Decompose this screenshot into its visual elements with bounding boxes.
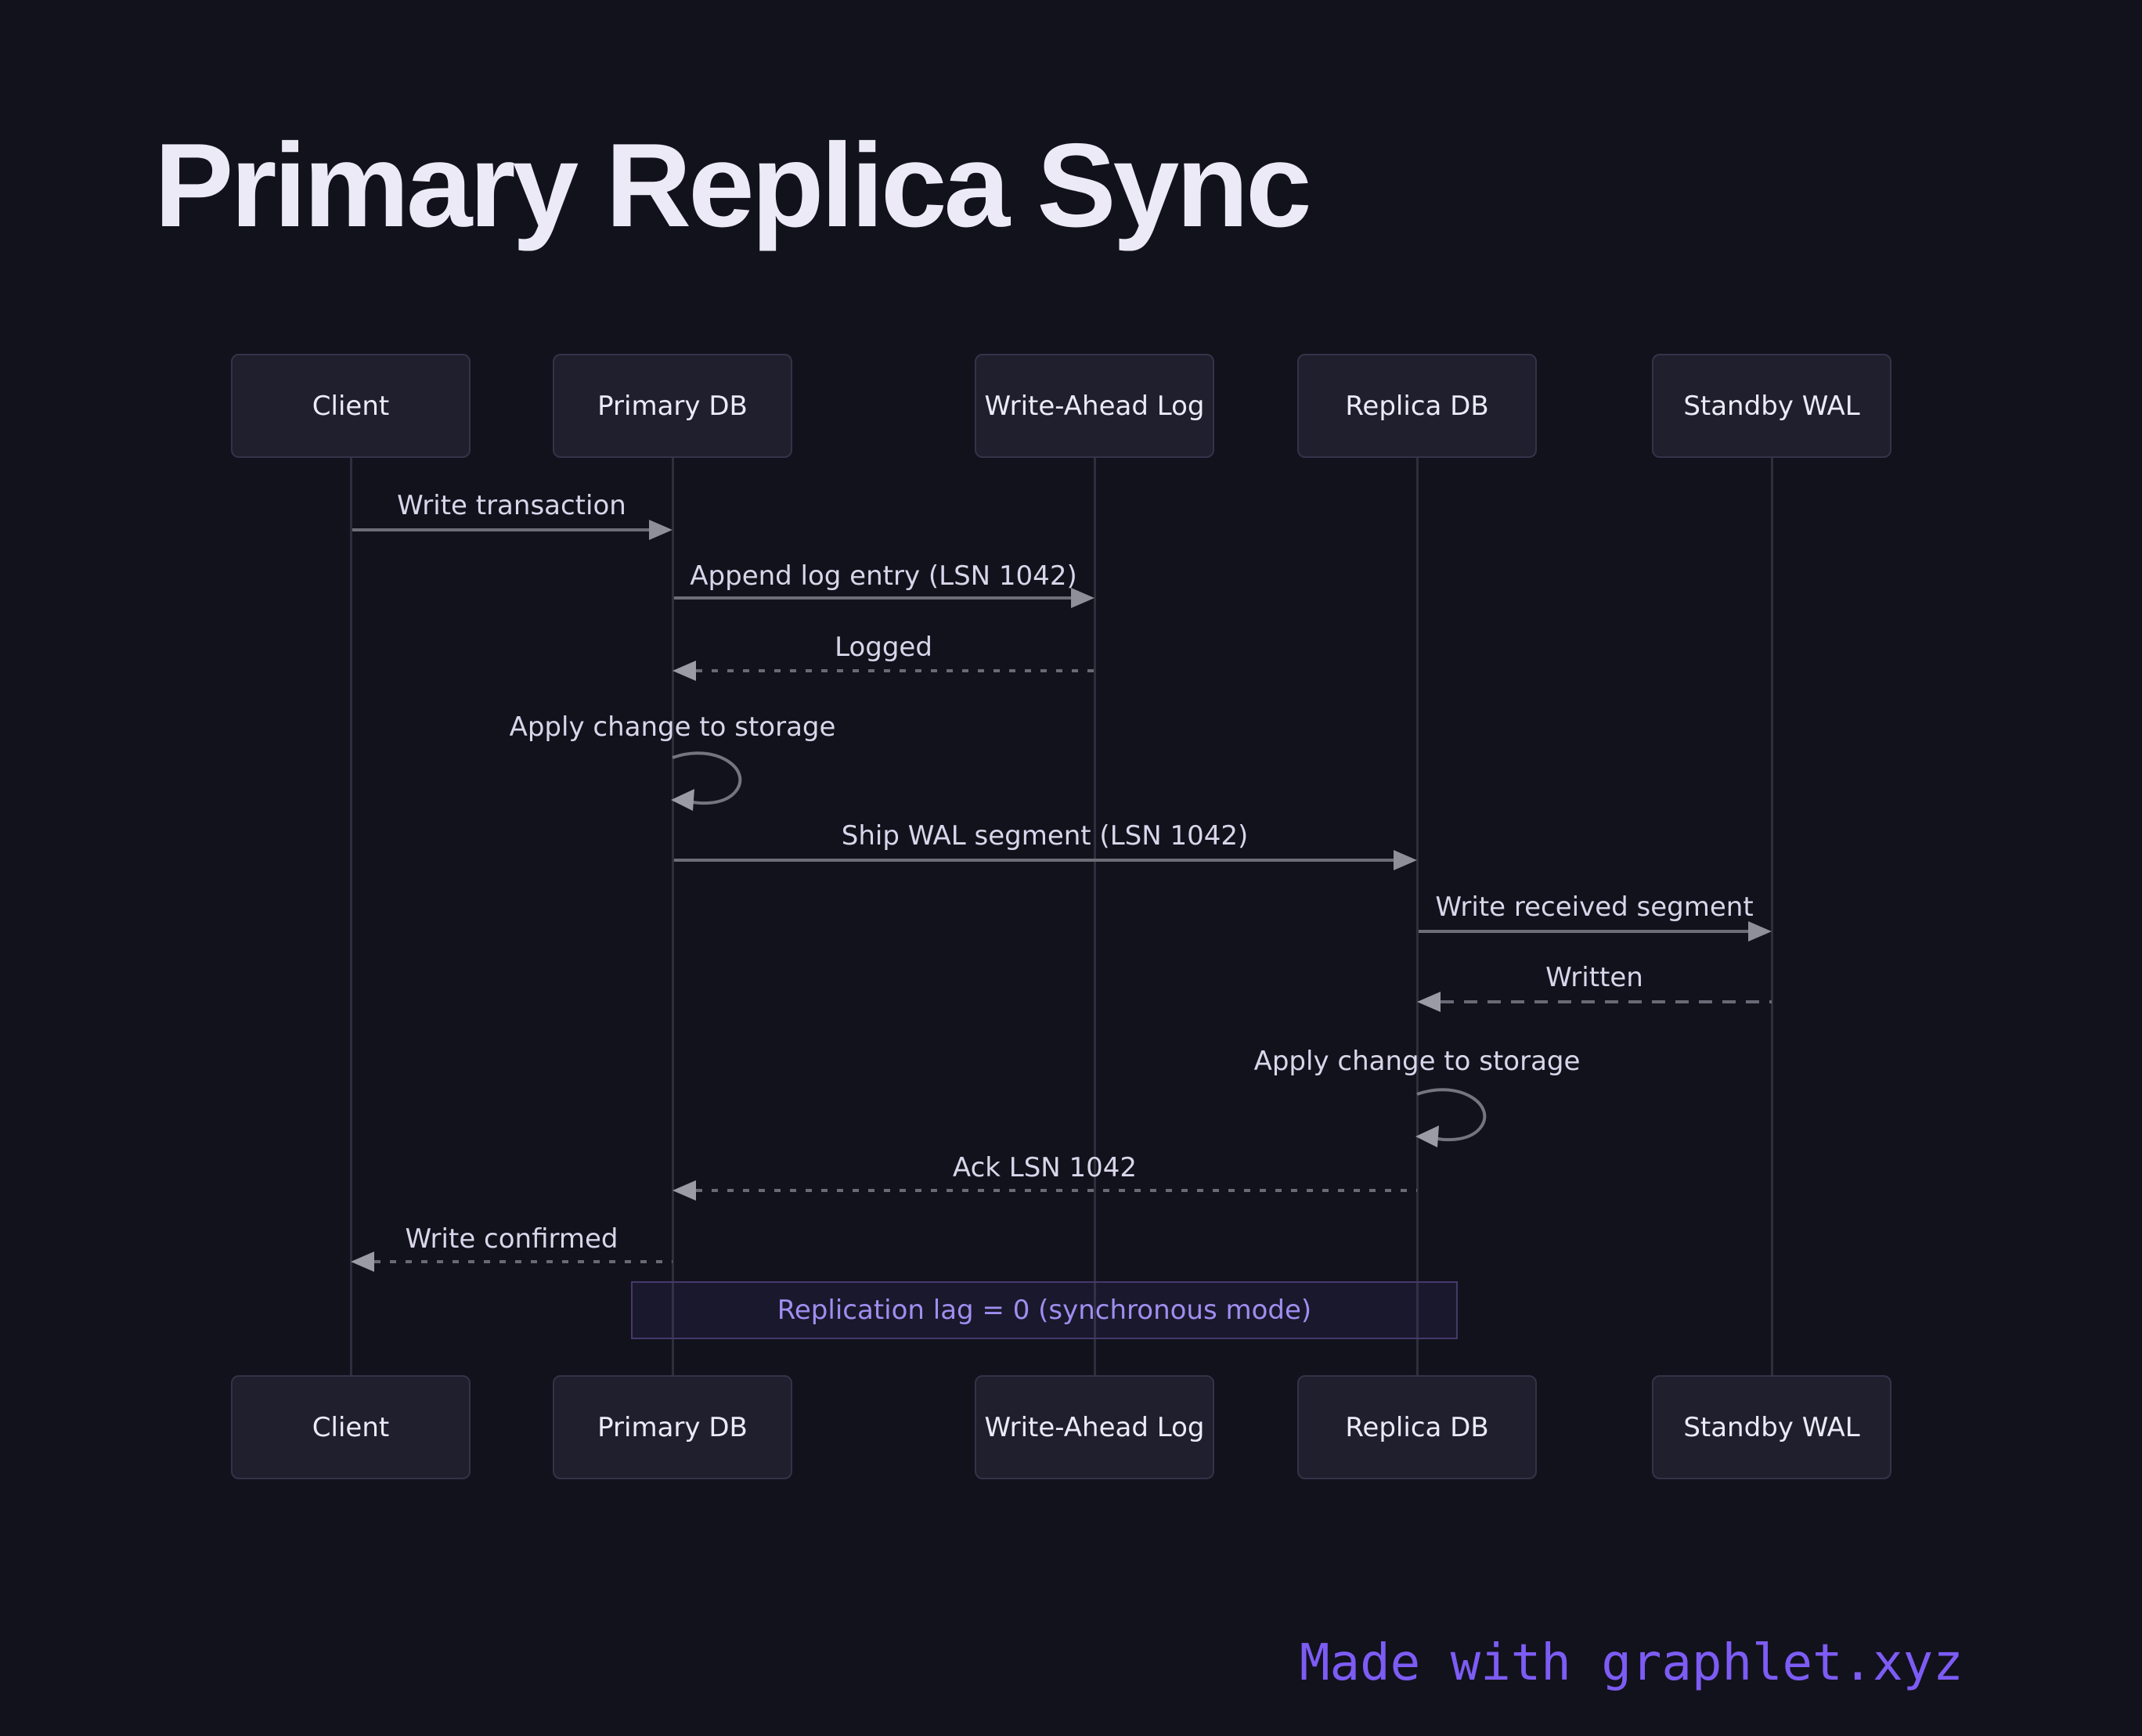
message-label: Logged bbox=[835, 632, 932, 663]
arrowhead-icon bbox=[1071, 588, 1094, 608]
actor-label: Primary DB bbox=[597, 1411, 748, 1443]
message-label: Write received segment bbox=[1435, 891, 1754, 923]
actor-label: Write-Ahead Log bbox=[984, 1411, 1205, 1443]
message-line bbox=[674, 596, 1071, 600]
actor-box-primary-db-bottom: Primary DB bbox=[553, 1375, 792, 1479]
actor-box-write-ahead-log-top: Write-Ahead Log bbox=[975, 354, 1214, 458]
message-line bbox=[352, 528, 649, 531]
arrowhead-icon bbox=[1417, 992, 1441, 1012]
actor-label: Standby WAL bbox=[1683, 1411, 1860, 1443]
lifeline-write-ahead-log bbox=[1094, 458, 1096, 1375]
actor-box-standby-wal-top: Standby WAL bbox=[1652, 354, 1891, 458]
actor-box-standby-wal-bottom: Standby WAL bbox=[1652, 1375, 1891, 1479]
page-title: Primary Replica Sync bbox=[154, 119, 1312, 252]
message-label: Written bbox=[1545, 962, 1643, 993]
lifeline-standby-wal bbox=[1771, 458, 1773, 1375]
message-line bbox=[374, 1260, 673, 1263]
message-label: Append log entry (LSN 1042) bbox=[690, 560, 1077, 592]
actor-box-primary-db-top: Primary DB bbox=[553, 354, 792, 458]
arrowhead-icon bbox=[1748, 921, 1772, 942]
message-label: Apply change to storage bbox=[509, 711, 836, 743]
actor-label: Replica DB bbox=[1345, 1411, 1489, 1443]
message-label: Write transaction bbox=[397, 490, 626, 521]
arrowhead-icon bbox=[673, 1180, 696, 1201]
actor-box-replica-db-bottom: Replica DB bbox=[1297, 1375, 1537, 1479]
actor-label: Replica DB bbox=[1345, 390, 1489, 422]
message-line bbox=[696, 1189, 1417, 1192]
note-replication-lag: Replication lag = 0 (synchronous mode) bbox=[631, 1281, 1458, 1339]
message-label: Ack LSN 1042 bbox=[952, 1152, 1138, 1183]
actor-label: Client bbox=[312, 1411, 390, 1443]
lifeline-client bbox=[350, 458, 352, 1375]
message-label: Ship WAL segment (LSN 1042) bbox=[841, 820, 1249, 852]
actor-label: Primary DB bbox=[597, 390, 748, 422]
actor-box-replica-db-top: Replica DB bbox=[1297, 354, 1537, 458]
arrowhead-icon bbox=[1394, 850, 1417, 870]
message-label: Apply change to storage bbox=[1253, 1046, 1581, 1077]
actor-label: Client bbox=[312, 390, 390, 422]
arrowhead-icon bbox=[351, 1252, 374, 1272]
actor-label: Standby WAL bbox=[1683, 390, 1860, 422]
arrowhead-icon bbox=[649, 520, 673, 540]
lifeline-primary-db bbox=[672, 458, 674, 1375]
message-line bbox=[1441, 1000, 1772, 1003]
message-line bbox=[696, 669, 1094, 672]
graphlet-watermark-link[interactable]: Made with graphlet.xyz bbox=[1300, 1634, 1964, 1692]
arrowhead-icon bbox=[673, 661, 696, 681]
actor-label: Write-Ahead Log bbox=[984, 390, 1205, 422]
message-line bbox=[1419, 930, 1748, 933]
message-label: Write confirmed bbox=[405, 1223, 618, 1255]
actor-box-write-ahead-log-bottom: Write-Ahead Log bbox=[975, 1375, 1214, 1479]
message-line bbox=[674, 859, 1394, 862]
actor-box-client-top: Client bbox=[231, 354, 471, 458]
self-loop-arrow bbox=[671, 751, 742, 811]
self-loop-arrow bbox=[1415, 1088, 1487, 1147]
actor-box-client-bottom: Client bbox=[231, 1375, 471, 1479]
lifeline-replica-db bbox=[1416, 458, 1419, 1375]
